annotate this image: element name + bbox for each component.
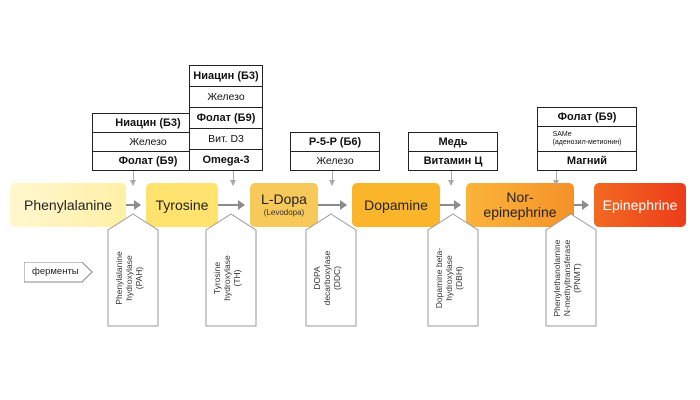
cofactor-item: Железо (291, 151, 379, 170)
pathway-arrow (440, 200, 461, 210)
node-name: Phenylalanine (24, 196, 112, 213)
cofactor-item: Магний (538, 151, 636, 170)
cofactor-item: Ниацин (Б3) (115, 117, 181, 129)
pathway-arrow (126, 200, 141, 210)
enzyme-label: DOPA decarboxylase (DDC) (312, 250, 342, 306)
enzyme-label: Dopamine beta- hydroxylase (DBH) (434, 247, 464, 309)
enzyme-pentagon (545, 213, 597, 327)
enzyme-shape: Tyrosine hydroxylase (TH) (205, 213, 257, 327)
cofactor-item: Железо (190, 86, 262, 107)
node-dopamine: Dopamine (352, 183, 440, 227)
enzyme-shape: Phenylethanolamine N-methyltransferase (… (545, 213, 597, 327)
node-subtitle: (Levodopa) (263, 208, 305, 218)
node-phenylalanine: Phenylalanine (10, 183, 126, 227)
pathway-arrow (318, 200, 347, 210)
node-epinephrine: Epinephrine (594, 183, 686, 227)
cofactor-item: Вит. D3 (190, 128, 262, 149)
cofactor-item: Медь (438, 136, 468, 148)
node-name: Epinephrine (602, 196, 678, 213)
cofactor-item: Витамин Ц (409, 151, 497, 170)
cofactor-item: Фолат (Б9) (190, 107, 262, 128)
node-ldopa: L-Dopa(Levodopa) (250, 183, 318, 227)
cofactor-item: Ниацин (Б3) (193, 70, 259, 82)
cofactor-item: Железо (93, 132, 203, 151)
cofactor-item: P-5-P (Б6) (308, 136, 362, 148)
cofactor-connector (329, 171, 335, 186)
enzyme-shape: Phenylalanine hydroxylase (PAH) (107, 213, 159, 327)
enzyme-pentagon (107, 213, 159, 327)
node-name: L-Dopa (261, 191, 307, 208)
cofactor-connector (448, 171, 454, 186)
cofactor-connector (553, 171, 559, 186)
node-name: Tyrosine (155, 196, 209, 213)
cofactor-item: SAMe (аденозил-метионин) (538, 126, 636, 151)
pathway-arrow (574, 200, 589, 210)
enzyme-label: Phenylethanolamine N-methyltransferase (… (552, 239, 582, 317)
cofactor-table: P-5-P (Б6) Железо (290, 132, 380, 171)
enzyme-pentagon (205, 213, 257, 327)
enzyme-pentagon (305, 213, 357, 327)
cofactor-item: Omega-3 (190, 149, 262, 170)
enzyme-shape: Dopamine beta- hydroxylase (DBH) (427, 213, 479, 327)
cofactor-connector (230, 171, 236, 186)
cofactor-item: Фолат (Б9) (557, 111, 617, 123)
legend-arrow-shape (24, 262, 93, 283)
enzyme-label: Phenylalanine hydroxylase (PAH) (114, 251, 144, 305)
enzyme-label: Tyrosine hydroxylase (TH) (212, 255, 242, 301)
cofactor-item: Фолат (Б9) (93, 151, 203, 170)
cofactor-connector (130, 171, 136, 186)
node-name: Nor- epinephrine (483, 189, 557, 220)
legend-enzymes: ферменты (24, 262, 93, 283)
node-norepinephrine: Nor- epinephrine (466, 183, 574, 227)
node-name: Dopamine (364, 196, 428, 213)
enzyme-shape: DOPA decarboxylase (DDC) (305, 213, 357, 327)
enzyme-pentagon (427, 213, 479, 327)
legend-label: ферменты (32, 266, 79, 277)
cofactor-table: Фолат (Б9) SAMe (аденозил-метионин)Магний (537, 107, 637, 171)
node-tyrosine: Tyrosine (146, 183, 218, 227)
pathway-arrow (218, 200, 245, 210)
